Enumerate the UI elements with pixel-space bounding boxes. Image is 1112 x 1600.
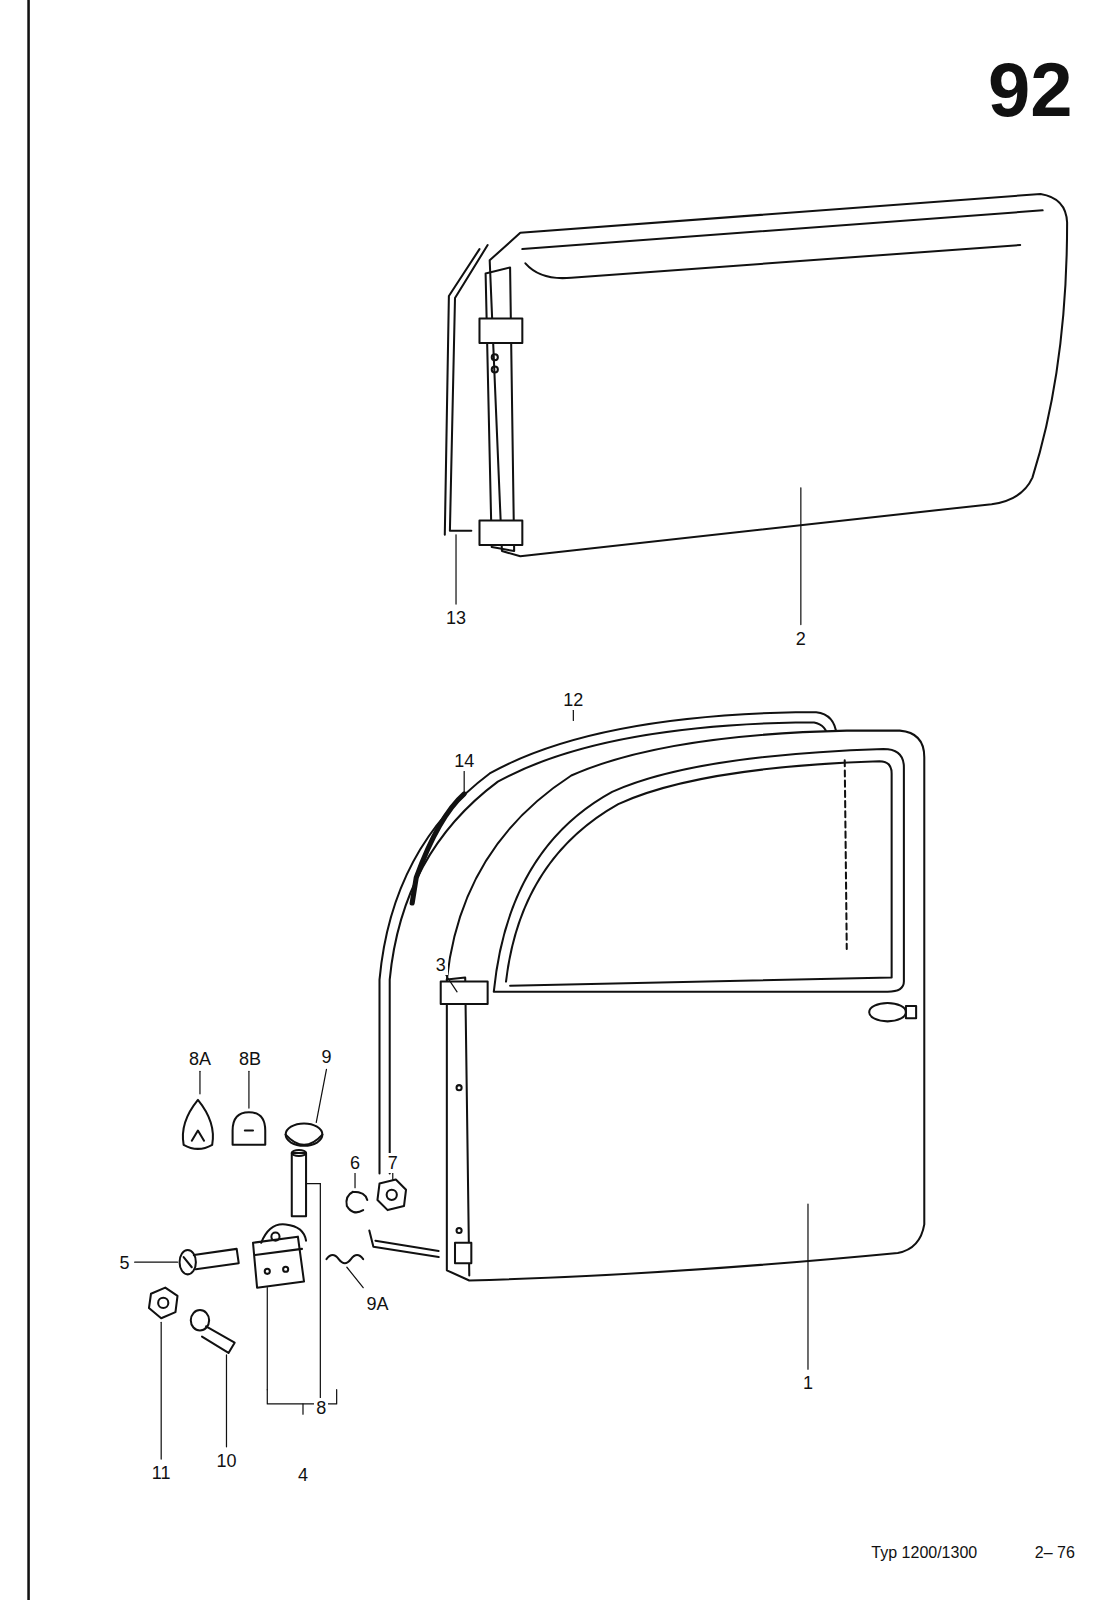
page-number: 92	[986, 51, 1075, 129]
callout-number: 9	[319, 1047, 333, 1067]
callout-number: 13	[444, 608, 468, 628]
footer-note: 2– 76	[1033, 1544, 1077, 1562]
callout-number: 4	[296, 1465, 310, 1485]
callout-number: 6	[348, 1153, 362, 1173]
callout-number: 10	[214, 1451, 238, 1471]
callout-number: 1	[801, 1373, 815, 1393]
callout-number: 8	[314, 1398, 328, 1418]
callout-number: 14	[452, 751, 476, 771]
callout-number: 5	[117, 1253, 131, 1273]
callout-number: 3	[434, 955, 448, 975]
footer-note: Typ 1200/1300	[869, 1544, 979, 1562]
callout-number: 2	[794, 629, 808, 649]
callout-number: 8A	[187, 1049, 213, 1069]
callout-number: 9A	[364, 1294, 390, 1314]
callout-number: 12	[561, 690, 585, 710]
callout-number: 11	[150, 1463, 173, 1483]
callout-number: 7	[386, 1153, 400, 1173]
callout-number: 8B	[237, 1049, 263, 1069]
